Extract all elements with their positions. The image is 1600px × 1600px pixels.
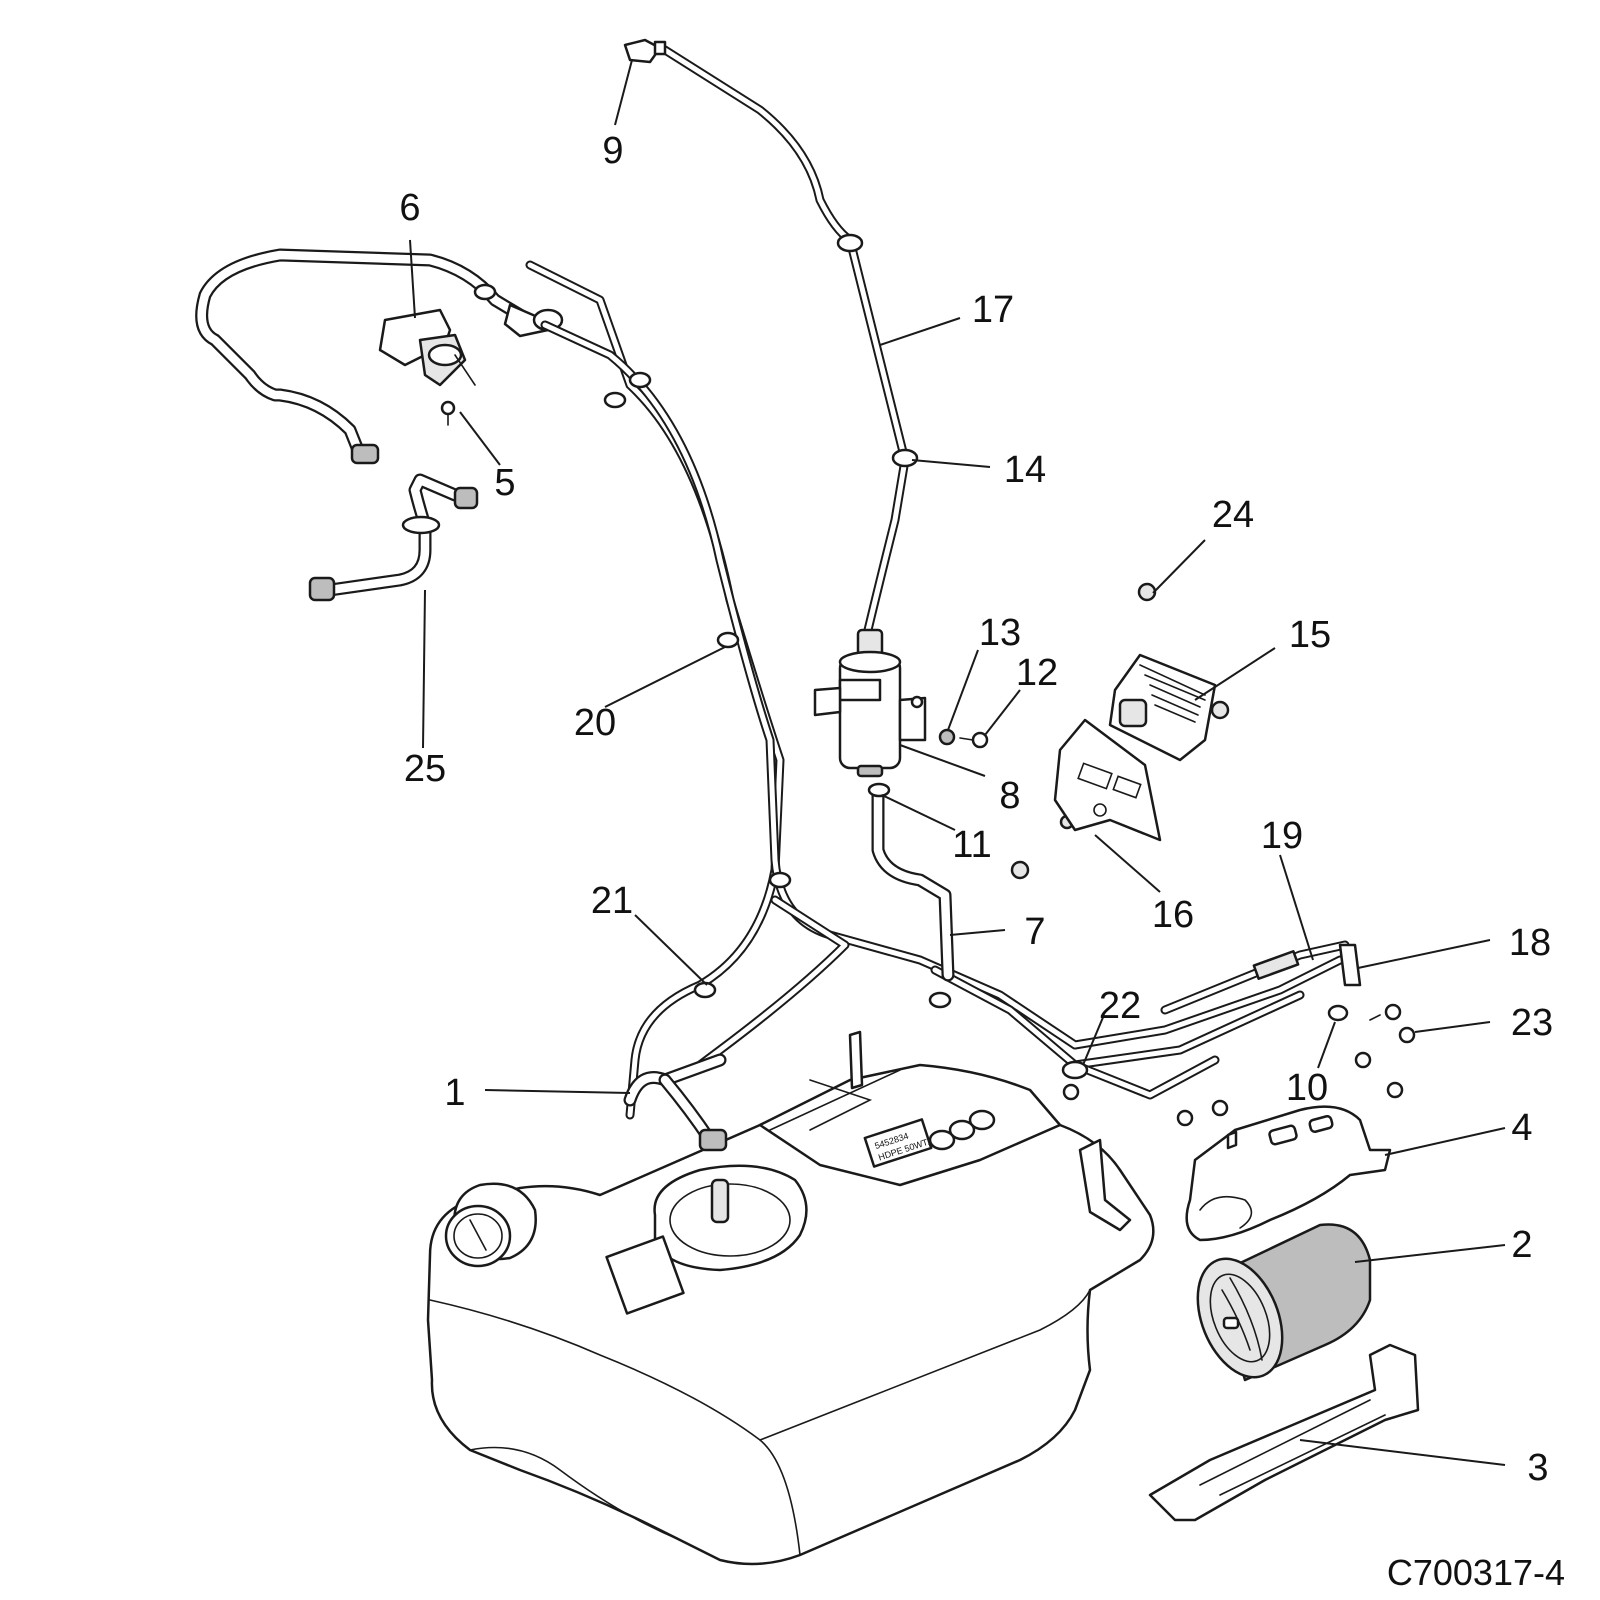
filler-vent-hose[interactable] [623,1053,728,1152]
valve-screw[interactable] [440,400,456,416]
screw-12[interactable] [971,731,989,749]
callout-16: 16 [1152,894,1194,936]
callout-18: 18 [1509,922,1551,964]
vent-hose-loop[interactable] [195,248,564,465]
callout-24: 24 [1212,494,1254,536]
vent-lines-bundle[interactable] [473,260,1345,1120]
fuel-filter[interactable] [813,628,927,778]
callout-12: 12 [1016,652,1058,694]
evap-canister[interactable] [1182,1223,1372,1389]
callout-7: 7 [1024,911,1045,953]
callout-8: 8 [999,775,1020,817]
callout-20: 20 [574,702,616,744]
callout-23: 23 [1511,1002,1553,1044]
callout-13: 13 [979,612,1021,654]
callout-14: 14 [1004,449,1046,491]
callout-17: 17 [972,289,1014,331]
fasteners[interactable] [938,582,1416,1127]
canister-cover[interactable] [1185,1105,1392,1242]
callout-19: 19 [1261,815,1303,857]
clamp-10[interactable] [1327,1004,1349,1022]
rollover-hose[interactable] [308,473,479,602]
callout-10: 10 [1286,1067,1328,1109]
callout-5: 5 [494,462,515,504]
callout-2: 2 [1511,1224,1532,1266]
vent-line-19[interactable] [1160,940,1362,1022]
fitting-18[interactable] [1338,943,1362,987]
vent-line-upper[interactable] [660,45,919,635]
controller-bracket[interactable] [1053,718,1162,842]
controller-module[interactable] [1108,653,1217,762]
fuel-tank[interactable]: 5452834 HDPE 50WT... [426,1030,1155,1566]
callout-6: 6 [399,187,420,229]
vent-fitting[interactable] [623,38,667,64]
callout-11: 11 [952,824,991,866]
callout-22: 22 [1099,985,1141,1027]
figure-id: C700317-4 [1387,1552,1565,1593]
callout-labels: 1 2 3 4 5 6 7 8 9 10 11 12 13 14 15 16 1… [399,130,1565,1593]
callout-3: 3 [1527,1447,1548,1489]
leader-lines [409,59,1506,1466]
callout-9: 9 [602,130,623,172]
supply-hose[interactable] [867,782,955,982]
callout-4: 4 [1511,1107,1532,1149]
callout-15: 15 [1289,614,1331,656]
callout-25: 25 [404,748,446,790]
callout-21: 21 [591,880,633,922]
vent-valve-assembly[interactable] [378,308,476,426]
callout-1: 1 [444,1072,465,1114]
canister-bracket[interactable] [1148,1343,1420,1522]
screw-13[interactable] [938,728,956,746]
